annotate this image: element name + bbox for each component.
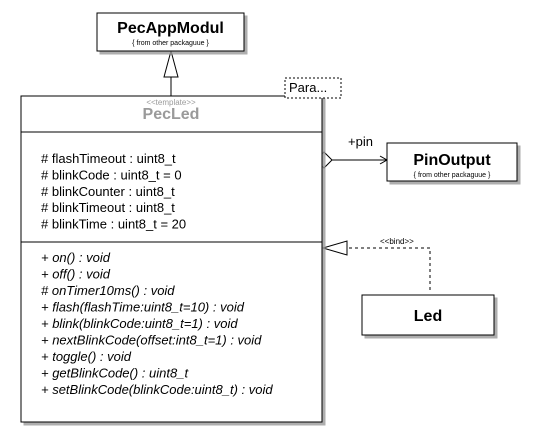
template-parameter-box[interactable]: Para...: [284, 77, 342, 99]
binding-stereotype-label: <<bind>>: [380, 237, 414, 246]
class-pinoutput-name: PinOutput: [413, 152, 491, 169]
pecled-operation: + on() : void: [41, 250, 111, 265]
pecled-operation: # onTimer10ms() : void: [41, 283, 175, 298]
pecled-operation: + nextBlinkCode(offset:int8_t=1) : void: [41, 333, 262, 348]
pecled-attribute: # blinkCounter : uint8_t: [41, 184, 175, 199]
pecled-operation: + off() : void: [41, 267, 111, 282]
class-pinoutput[interactable]: PinOutput { from other packaguue }: [386, 142, 518, 182]
pecled-operation-list: + on() : void + off() : void # onTimer10…: [41, 250, 273, 397]
pecled-attribute: # blinkCode : uint8_t = 0: [41, 167, 182, 182]
binding-led-to-pecled: [321, 240, 431, 290]
pecled-operation: + toggle() : void: [41, 349, 132, 364]
class-pecled-stereotype: <<template>>: [146, 98, 196, 107]
association-role-label: +pin: [348, 134, 373, 149]
generalization-arrowhead: [163, 49, 179, 78]
pecled-attribute: # blinkTime : uint8_t = 20: [41, 217, 186, 232]
class-led[interactable]: Led: [361, 294, 495, 336]
association-pecled-to-pinoutput: [315, 151, 389, 169]
pecled-operation: + setBlinkCode(blinkCode:uint8_t) : void: [41, 382, 273, 397]
binding-arrowhead: [321, 240, 348, 256]
pecled-operation: + flash(flashTime:uint8_t=10) : void: [41, 300, 245, 315]
pecled-attribute: # blinkTimeout : uint8_t: [41, 200, 175, 215]
class-pecappmodul-name: PecAppModul: [117, 20, 224, 37]
class-led-name: Led: [414, 308, 442, 325]
pecled-operation: + getBlinkCode() : uint8_t: [41, 366, 189, 381]
generalization-pecled-to-pecappmodul: [163, 49, 179, 96]
class-pinoutput-origin: { from other packaguue }: [414, 172, 491, 179]
class-pecled-name: PecLed: [143, 106, 200, 123]
pecled-attribute-list: # flashTimeout : uint8_t # blinkCode : u…: [41, 151, 186, 232]
class-pecled[interactable]: <<template>> PecLed # flashTimeout : uin…: [20, 95, 323, 423]
class-pecappmodul[interactable]: PecAppModul { from other packaguue }: [96, 12, 245, 52]
template-parameter-label: Para...: [289, 80, 327, 95]
pecled-operation: + blink(blinkCode:uint8_t=1) : void: [41, 316, 238, 331]
class-pecappmodul-origin: { from other packaguue }: [132, 40, 209, 47]
pecled-attribute: # flashTimeout : uint8_t: [41, 151, 176, 166]
